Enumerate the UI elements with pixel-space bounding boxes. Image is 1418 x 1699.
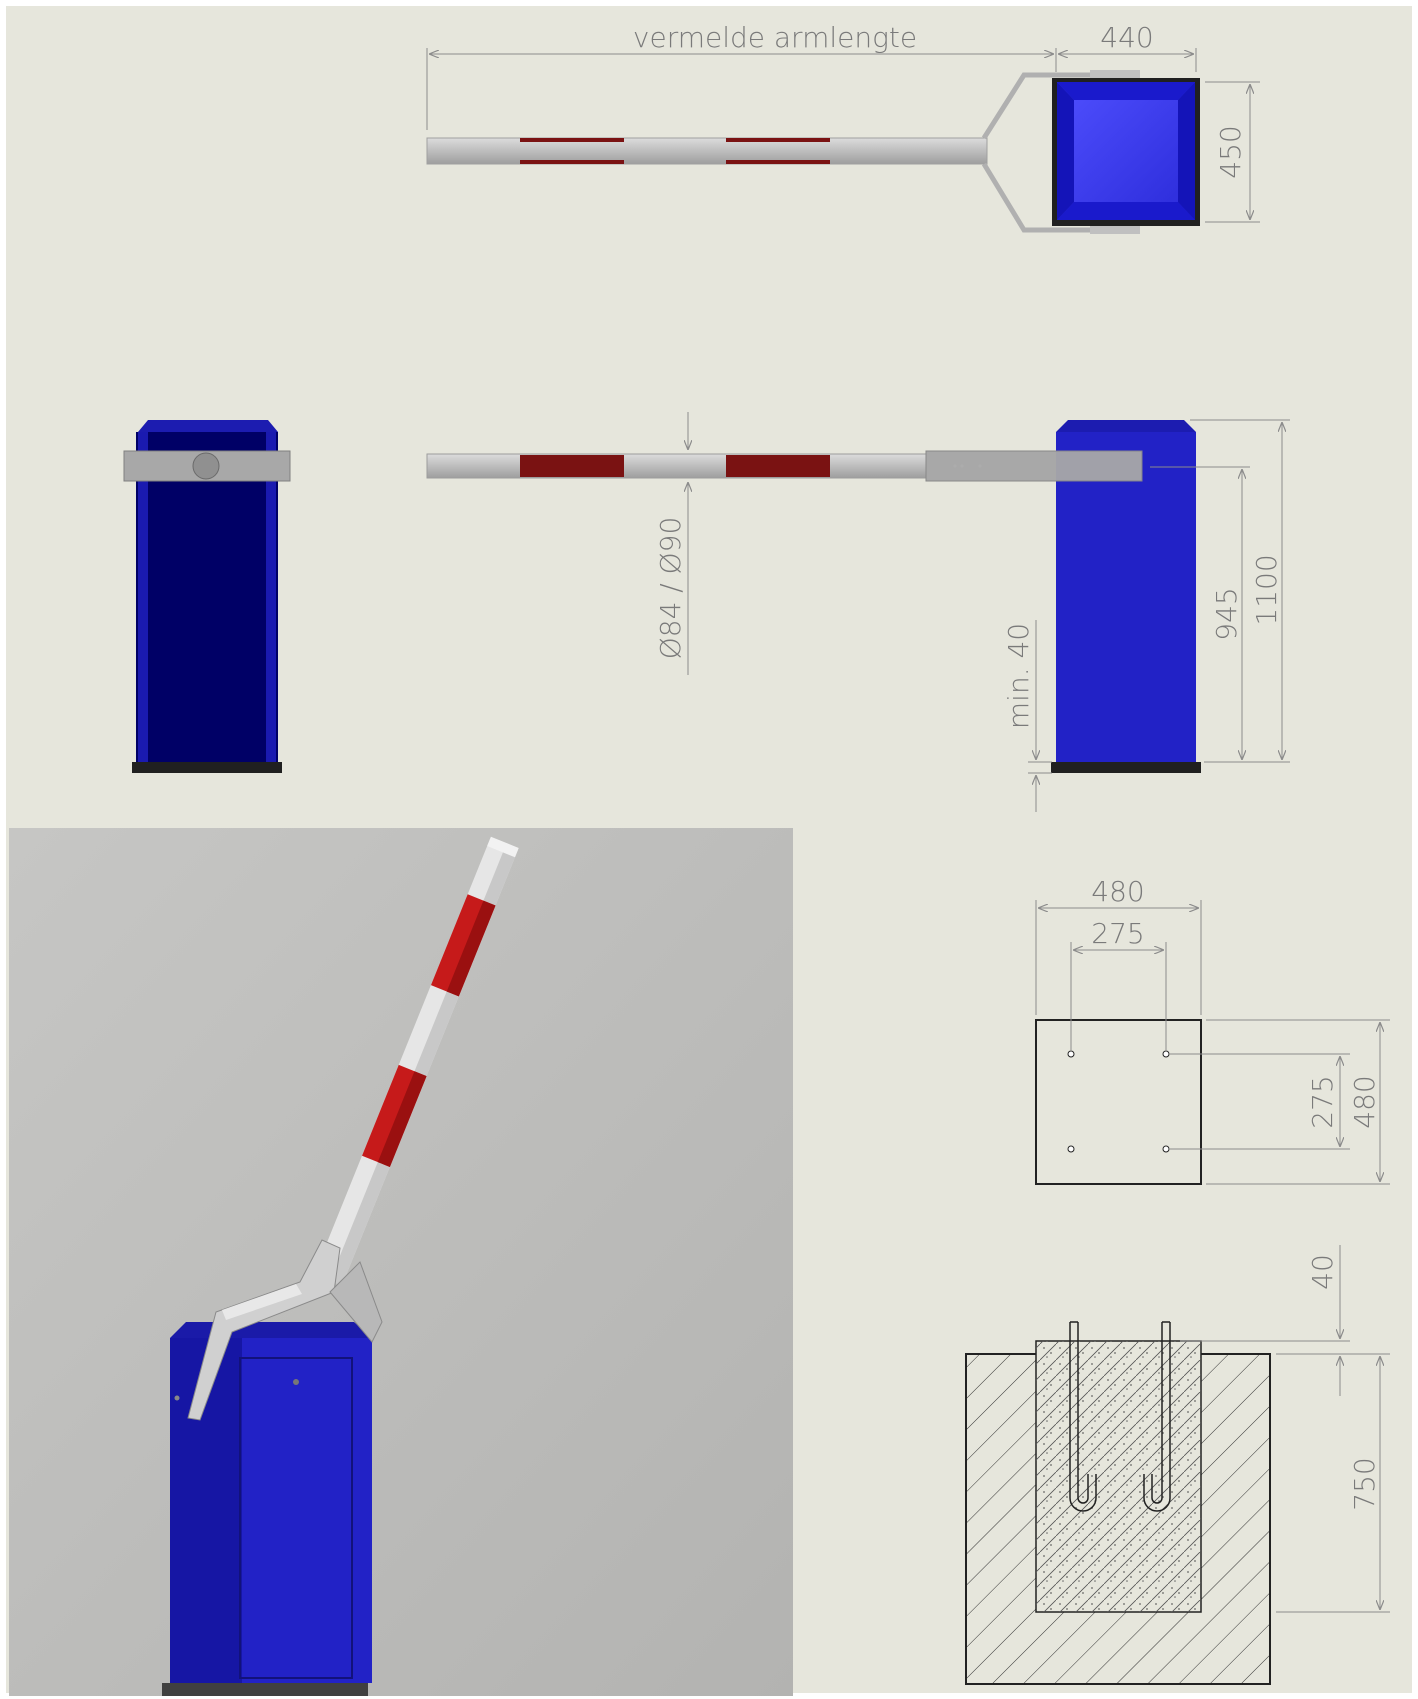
barrier-housing: [1056, 432, 1196, 762]
foundation-depth-label: 750: [1348, 1457, 1381, 1510]
arm-diameter-label: Ø84 / Ø90: [654, 517, 687, 660]
front-view: Ø84 / Ø90 min. 40 945 1100: [426, 412, 1290, 812]
anchor-protrusion-label: 40: [1306, 1254, 1339, 1290]
foundation-section: 40 750: [965, 1245, 1390, 1685]
bolt-spacing-y-label: 275: [1306, 1075, 1339, 1128]
base-width-label: 480: [1091, 875, 1144, 908]
top-depth-label: 450: [1214, 125, 1247, 178]
base-plate-plan: 480 275 275 480: [1035, 875, 1390, 1185]
top-width-label: 440: [1100, 21, 1153, 54]
base-depth-label: 480: [1348, 1075, 1381, 1128]
3d-render: [9, 828, 793, 1696]
top-view: vermelde armlengte 440 450: [426, 21, 1260, 234]
total-height-label: 1100: [1250, 554, 1283, 625]
side-view-back: [123, 420, 291, 773]
bolt-spacing-x-label: 275: [1091, 917, 1144, 950]
min-clearance-label: min. 40: [1002, 623, 1035, 729]
arm-length-label: vermelde armlengte: [633, 21, 917, 54]
pivot-height-label: 945: [1210, 587, 1243, 640]
